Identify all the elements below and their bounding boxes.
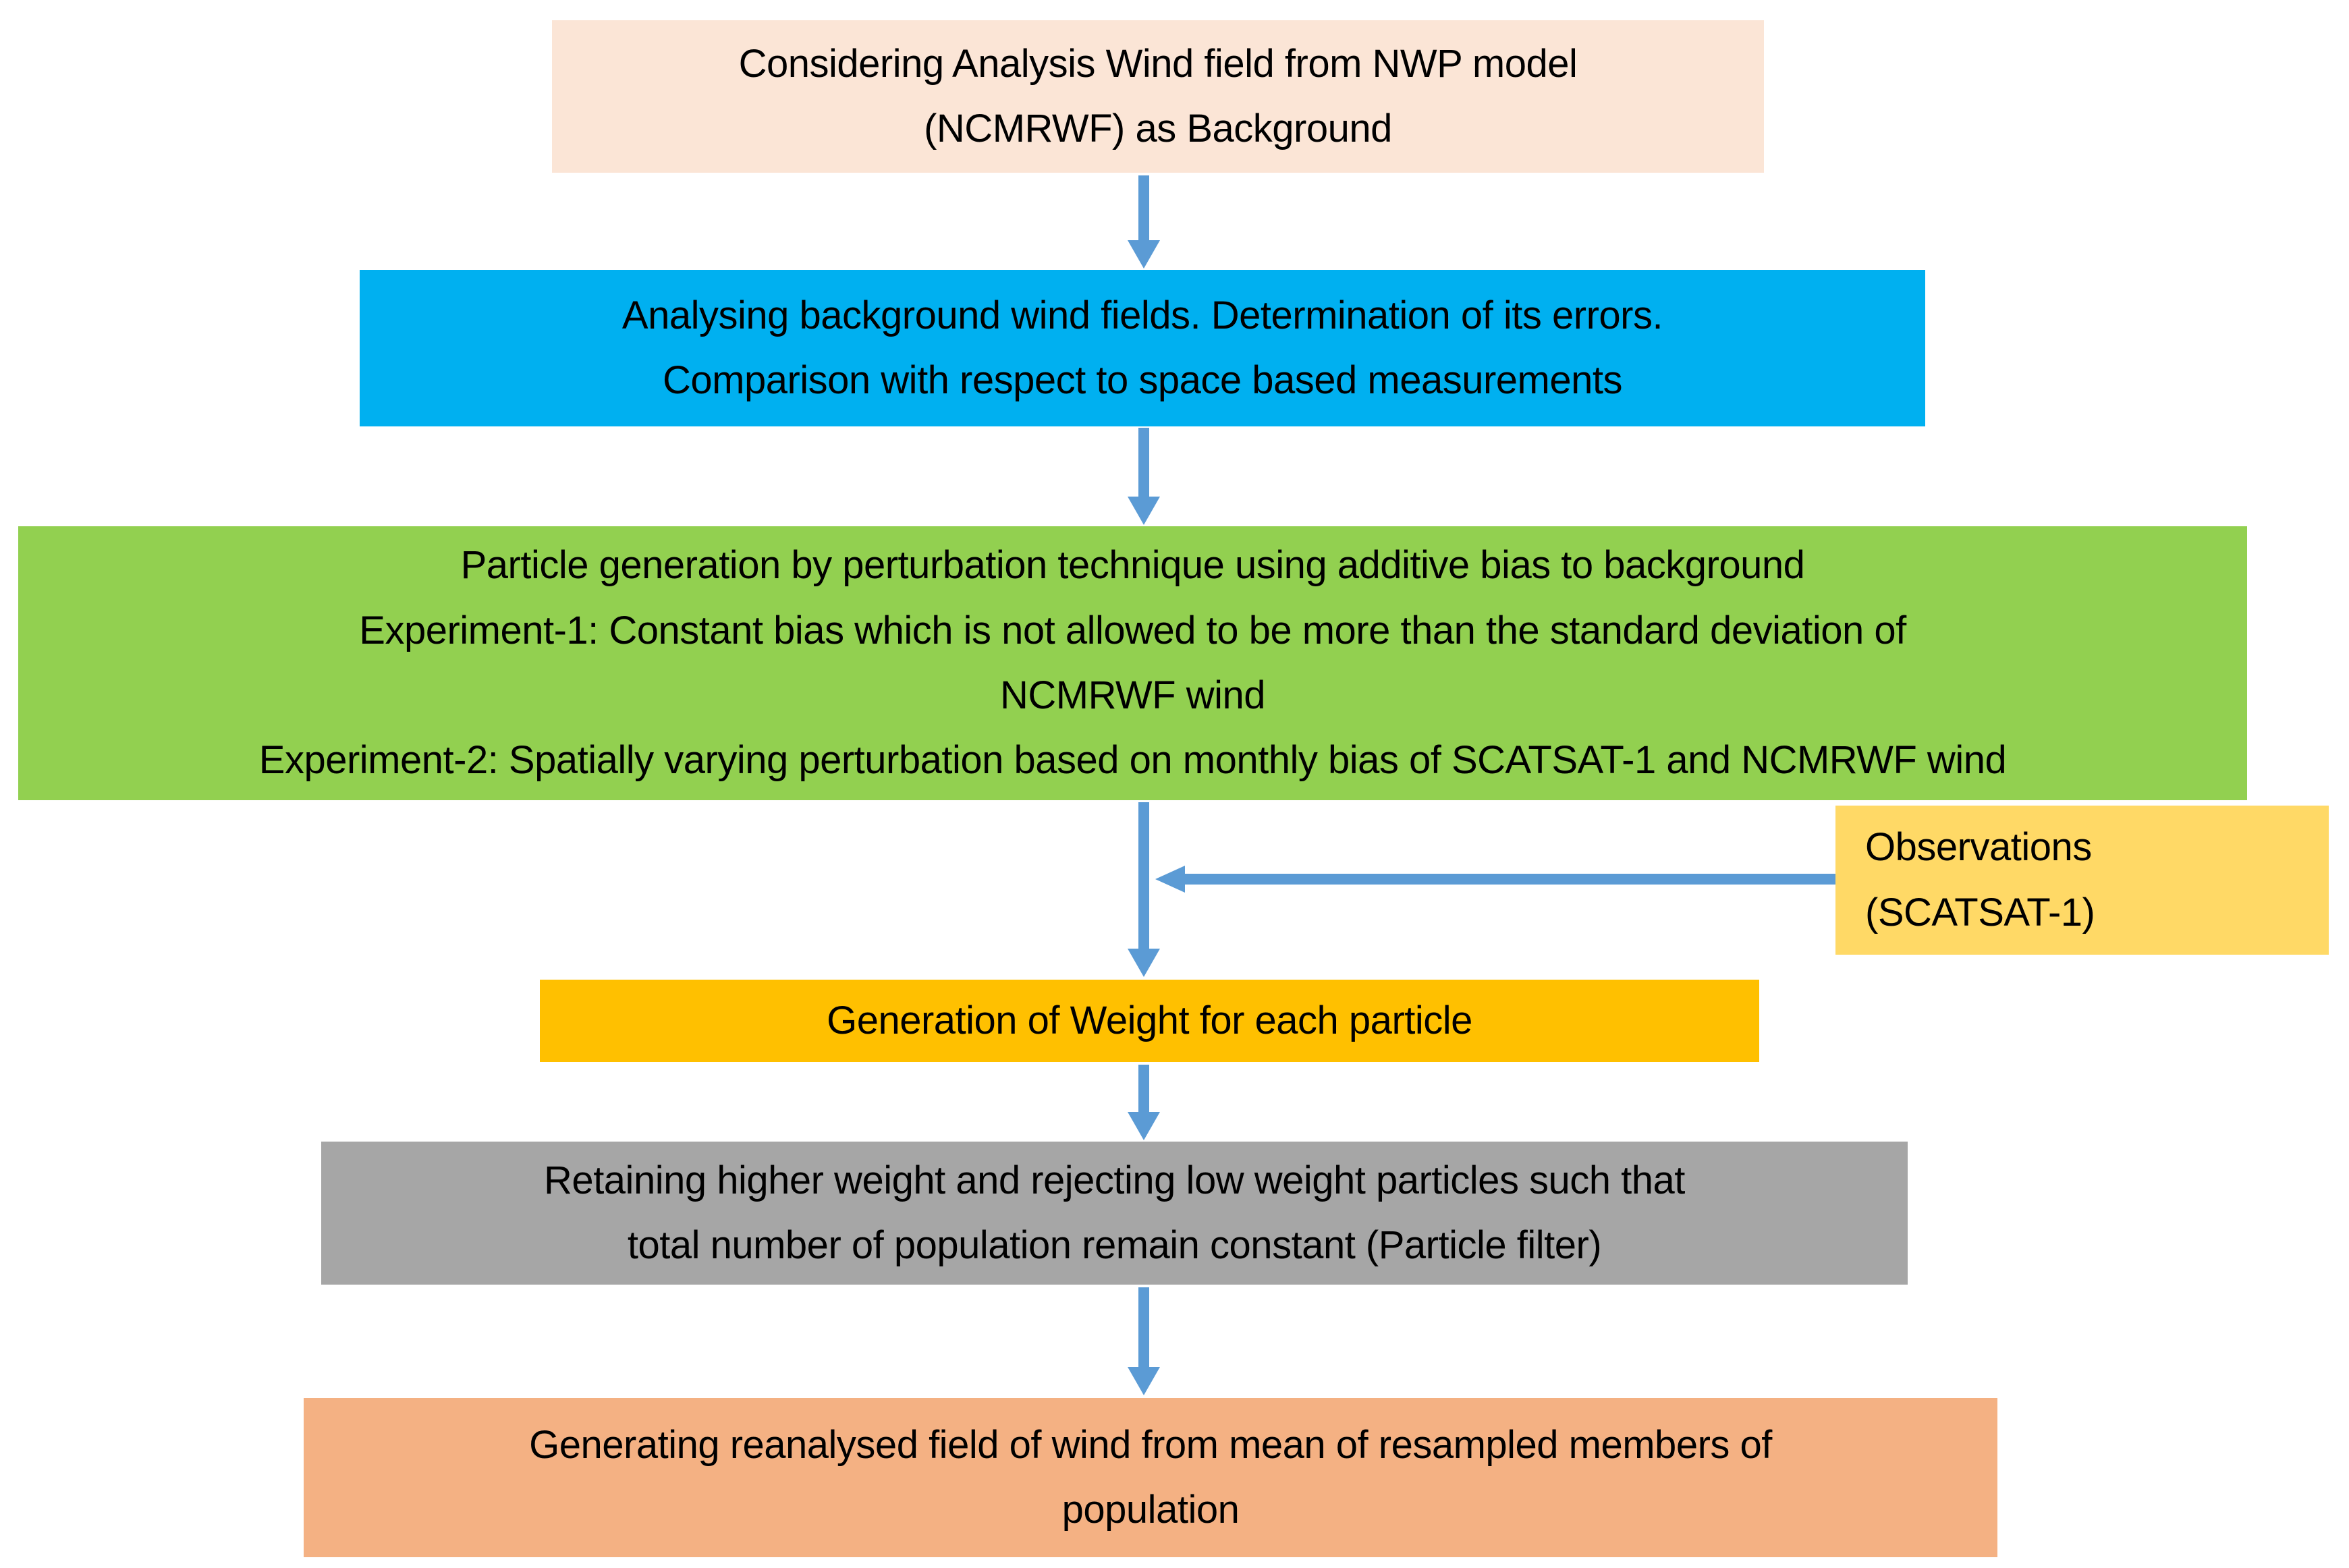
arrow-down-icon [1128,802,1160,977]
node-text-line: Considering Analysis Wind field from NWP… [738,41,1578,86]
node-particle-generation: Particle generation by perturbation tech… [18,526,2247,800]
arrow-head [1128,949,1160,977]
arrow-left-icon [1155,866,1835,893]
node-reanalysed-field: Generating reanalysed field of wind from… [304,1398,1997,1557]
node-text-line: NCMRWF wind [1000,673,1266,717]
arrow-down-icon [1128,1065,1160,1140]
node-text-line: (NCMRWF) as Background [924,107,1392,150]
arrow-stem [1138,802,1149,949]
node-nwp-background: Considering Analysis Wind field from NWP… [552,20,1764,173]
node-text-line: Particle generation by perturbation tech… [460,543,1805,588]
node-text-line: Experiment-2: Spatially varying perturba… [258,738,2007,783]
node-text-line: Analysing background wind fields. Determ… [621,293,1663,337]
node-text-line: population [1061,1488,1240,1532]
node-observations: Observations (SCATSAT-1) [1835,806,2329,955]
node-text-line: (SCATSAT-1) [1865,890,2095,934]
node-particle-filter: Retaining higher weight and rejecting lo… [321,1142,1908,1285]
node-text-line: Comparison with respect to space based m… [663,358,1622,402]
node-text-line: Retaining higher weight and rejecting lo… [544,1158,1685,1202]
node-text-line: Generating reanalysed field of wind from… [529,1422,1772,1467]
node-text-line: Observations [1865,825,2092,870]
arrow-down-icon [1128,175,1160,269]
arrow-head [1128,1112,1160,1140]
arrow-down-icon [1128,428,1160,525]
arrow-down-icon [1128,1287,1160,1395]
arrow-head [1128,240,1160,269]
node-text-line: Experiment-1: Constant bias which is not… [359,608,1906,652]
arrow-head [1128,497,1160,525]
node-text-line: total number of population remain consta… [627,1223,1602,1267]
arrow-stem [1185,874,1835,885]
node-analysing-background: Analysing background wind fields. Determ… [360,270,1925,426]
arrow-stem [1138,428,1149,497]
node-weight-generation: Generation of Weight for each particle [540,980,1759,1062]
arrow-stem [1138,1065,1149,1112]
arrow-head [1155,866,1185,893]
node-text-line: Generation of Weight for each particle [827,998,1472,1042]
arrow-stem [1138,175,1149,240]
arrow-stem [1138,1287,1149,1367]
arrow-head [1128,1367,1160,1395]
